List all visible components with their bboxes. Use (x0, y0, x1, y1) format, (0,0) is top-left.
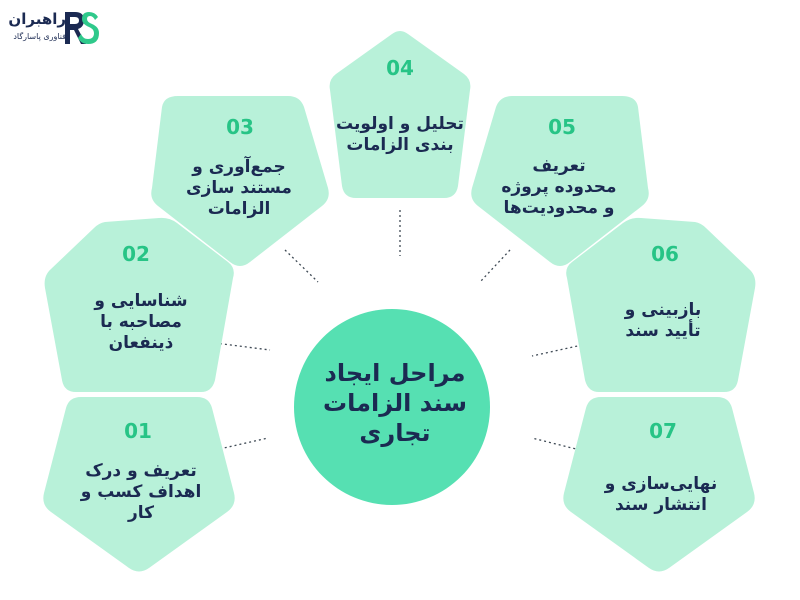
step-01-pentagon (43, 397, 235, 572)
step-02-number: 02 (122, 242, 150, 266)
step-04-pentagon (329, 31, 471, 198)
step-03-pentagon (151, 96, 329, 266)
step-06-number: 06 (651, 242, 679, 266)
step-03-number: 03 (226, 115, 254, 139)
logo-name: راهبران (8, 10, 66, 28)
step-01-number: 01 (124, 419, 152, 443)
step-07-number: 07 (649, 419, 677, 443)
step-03-title: جمع‌آوری و مستند سازی الزامات (186, 157, 292, 219)
step-04-number: 04 (386, 56, 414, 80)
logo-mark-icon (65, 12, 99, 44)
connector-07 (531, 437, 581, 451)
connector-05 (479, 249, 511, 283)
company-logo: راهبران فناوری پاسارگاد (4, 6, 114, 54)
connector-06 (531, 344, 583, 357)
step-07-title: نهایی‌سازی و انتشار سند (604, 474, 718, 515)
connector-03 (284, 249, 319, 283)
connector-01 (214, 437, 269, 451)
step-06-title: بازبینی و تأیید سند (624, 300, 702, 341)
step-02-title: شناسایی و مصاحبه با ذینفعان (94, 291, 188, 353)
step-07-pentagon (563, 397, 755, 572)
step-05-number: 05 (548, 115, 576, 139)
center-title: مراحل ایجاد سند الزامات تجاری (323, 359, 467, 447)
step-05-pentagon (471, 96, 649, 266)
step-04-title: تحلیل و اولویت بندی الزامات (336, 114, 464, 155)
logo-subtitle: فناوری پاسارگاد (13, 32, 66, 41)
step-02-pentagon (44, 217, 234, 392)
step-01-title: تعریف و درک اهداف کسب و کار (80, 461, 202, 523)
step-05-title: تعریف محدوده پروژه و محدودیت‌ها (501, 156, 617, 218)
step-06-pentagon (566, 217, 756, 392)
connector-02 (214, 342, 271, 351)
center-hub (294, 309, 490, 505)
